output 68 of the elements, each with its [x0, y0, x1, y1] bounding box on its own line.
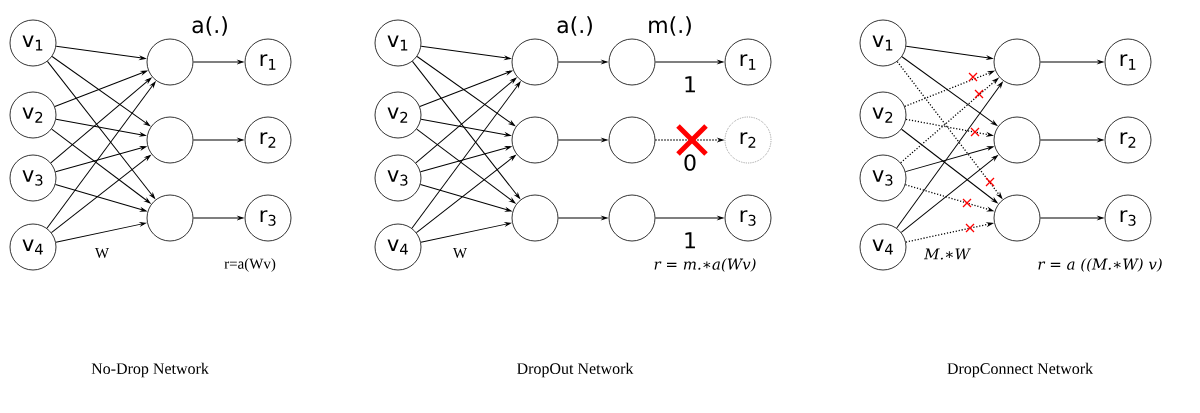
arrow — [54, 70, 148, 108]
hidden-neuron-circle — [608, 38, 656, 86]
arrow — [419, 184, 512, 212]
arrow — [420, 45, 511, 60]
arrow — [557, 216, 608, 220]
hidden-neuron-circle — [146, 194, 194, 242]
arrow — [51, 56, 151, 126]
arrow — [416, 56, 516, 126]
arrow — [46, 81, 156, 229]
hidden-neuron-circle — [511, 194, 559, 242]
caption: DropOut Network — [517, 362, 634, 378]
arrow — [896, 81, 1003, 229]
hidden-neuron-circle — [993, 194, 1041, 242]
arrow — [654, 60, 724, 64]
arrow — [411, 60, 521, 199]
arrow — [411, 81, 521, 229]
arrow — [415, 77, 517, 164]
arrow — [55, 45, 146, 60]
arrow — [557, 138, 608, 142]
edge-label: 0 — [682, 153, 698, 172]
arrow — [55, 118, 146, 137]
arrow — [905, 45, 993, 60]
arrow — [192, 60, 244, 64]
arrow — [54, 184, 147, 212]
arrow — [420, 118, 511, 137]
arrow — [55, 222, 146, 243]
arrow — [901, 56, 998, 126]
hidden-neuron-circle — [993, 38, 1041, 86]
function-label: a(.) — [557, 16, 592, 36]
hidden-neuron-circle — [511, 38, 559, 86]
edge-label: 1 — [682, 75, 698, 94]
caption: No-Drop Network — [91, 362, 209, 378]
hidden-neuron-circle — [146, 38, 194, 86]
arrow — [192, 138, 244, 142]
hidden-neuron-circle — [146, 116, 194, 164]
arrow — [557, 60, 608, 64]
caption: DropConnect Network — [947, 362, 1094, 378]
formula-label: r = a ((M.∗W) v) — [1038, 258, 1162, 272]
function-label: m(.) — [649, 16, 691, 36]
arrow — [1039, 60, 1104, 64]
hidden-neuron-circle — [608, 194, 656, 242]
arrow — [50, 154, 151, 234]
hidden-neuron-circle — [993, 116, 1041, 164]
arrow — [420, 146, 512, 173]
arrow — [415, 154, 516, 234]
arrow — [416, 128, 516, 204]
arrow — [420, 222, 511, 243]
arrow — [50, 77, 152, 164]
arrow — [1039, 138, 1104, 142]
arrow — [900, 155, 998, 233]
arrow — [419, 70, 513, 108]
arrow — [654, 216, 724, 220]
arrow — [46, 60, 156, 199]
arrow — [55, 146, 147, 173]
arrow — [192, 216, 244, 220]
arrow — [901, 128, 998, 204]
edge-label: 1 — [682, 231, 698, 250]
formula-label: W — [452, 248, 468, 258]
formula-label: r = m.∗a(Wv) — [654, 258, 756, 272]
hidden-neuron-circle — [608, 116, 656, 164]
arrow — [905, 146, 994, 173]
formula-label: W — [94, 248, 110, 258]
arrow — [1039, 216, 1104, 220]
function-label: a(.) — [192, 16, 227, 36]
hidden-neuron-circle — [511, 116, 559, 164]
formula-label: r=a(Wv) — [224, 258, 276, 272]
formula-label: M.∗W — [923, 248, 971, 260]
arrow — [51, 128, 151, 204]
